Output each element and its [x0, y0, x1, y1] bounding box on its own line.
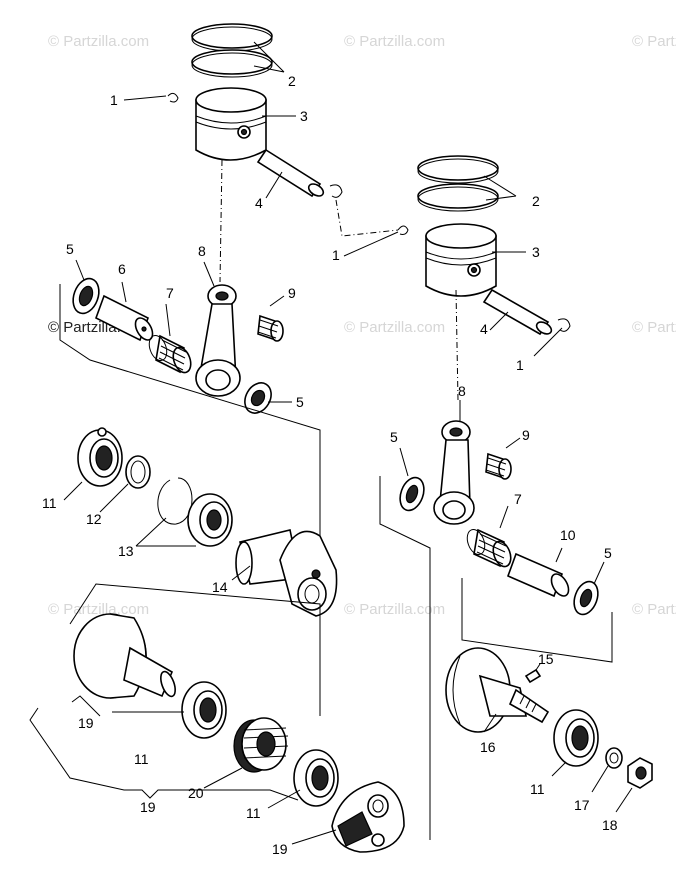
circlip-left-2	[329, 184, 343, 198]
circlip-right-1	[397, 225, 409, 235]
callout-6: 6	[118, 261, 126, 277]
needle-bearing-right-small	[485, 452, 512, 480]
nut-18	[627, 757, 653, 789]
needle-bearing-left-small	[257, 314, 284, 342]
callout-9: 9	[288, 285, 296, 301]
callout-1: 1	[110, 92, 118, 108]
watermarks: © Partzilla.com © Partzilla.com © Partzi…	[48, 33, 676, 618]
wrist-pin-right	[482, 288, 553, 336]
callout-5: 5	[604, 545, 612, 561]
callout-11: 11	[42, 495, 57, 511]
watermark: © Partzilla.com	[632, 601, 676, 618]
callout-16: 16	[480, 739, 496, 755]
thrust-washer-left-top	[72, 277, 100, 315]
key-15	[524, 668, 542, 684]
callout-18: 18	[602, 817, 618, 833]
callout-4: 4	[480, 321, 488, 337]
needle-bearing-left-big	[148, 334, 192, 374]
callout-19: 19	[140, 799, 156, 815]
callout-5: 5	[390, 429, 398, 445]
callout-14: 14	[212, 579, 228, 595]
callout-5: 5	[66, 241, 74, 257]
callout-2: 2	[288, 73, 296, 89]
callout-labels: 1 2 3 4 1 2 3 4 1 5 6 7 8 9 5 8 9 5 7 10…	[42, 73, 618, 857]
bearing-11-right	[553, 709, 599, 767]
callout-3: 3	[532, 244, 540, 260]
callout-9: 9	[522, 427, 530, 443]
bearing-11-upper	[77, 427, 123, 487]
callout-8: 8	[458, 383, 466, 399]
piston-rings-right	[417, 155, 499, 212]
callout-19: 19	[272, 841, 288, 857]
callout-13: 13	[118, 543, 134, 559]
watermark: © Partzilla.com	[632, 319, 676, 336]
crankshaft-16	[445, 647, 550, 733]
connecting-rod-left	[195, 284, 241, 397]
crankshaft-19-flywheel	[73, 613, 176, 699]
bearing-13	[187, 493, 233, 547]
callout-8: 8	[198, 243, 206, 259]
bearing-11-lower-a	[181, 681, 227, 739]
seal-20	[233, 717, 289, 773]
callout-10: 10	[560, 527, 576, 543]
thrust-washer-right-bottom	[573, 580, 599, 616]
callout-11: 11	[530, 781, 545, 797]
callout-11: 11	[134, 751, 149, 767]
crank-pin-right	[506, 552, 570, 598]
wrist-pin-left	[256, 148, 325, 198]
callout-1: 1	[516, 357, 524, 373]
watermark: © Partzilla.com	[632, 33, 676, 50]
snap-ring-13	[157, 477, 193, 525]
callout-19: 19	[78, 715, 94, 731]
callout-20: 20	[188, 785, 204, 801]
callout-3: 3	[300, 108, 308, 124]
watermark: © Partzilla.com	[344, 319, 445, 336]
connecting-rod-right	[433, 420, 475, 525]
callout-11: 11	[246, 805, 261, 821]
callout-5: 5	[296, 394, 304, 410]
callout-7: 7	[514, 491, 522, 507]
callout-17: 17	[574, 797, 590, 813]
needle-bearing-right-big	[466, 528, 512, 568]
circlip-left-1	[167, 92, 179, 103]
callout-12: 12	[86, 511, 102, 527]
leader-lines	[29, 41, 633, 845]
callout-7: 7	[166, 285, 174, 301]
crankshaft-14	[235, 529, 338, 617]
piston-rings-left	[191, 23, 273, 78]
bearing-11-lower-b	[293, 749, 339, 807]
piston-right	[425, 223, 497, 297]
thrust-washer-left-bottom	[244, 382, 272, 414]
watermark: © Partzilla.com	[48, 33, 149, 50]
thrust-washer-right-top	[399, 476, 425, 512]
seal-ring-12	[125, 455, 151, 489]
callout-2: 2	[532, 193, 540, 209]
callout-4: 4	[255, 195, 263, 211]
circlip-right-2	[557, 318, 571, 332]
watermark: © Partzilla.com	[344, 601, 445, 618]
callout-1: 1	[332, 247, 340, 263]
crank-pin-left	[95, 294, 154, 342]
washer-17	[605, 747, 623, 769]
callout-15: 15	[538, 651, 554, 667]
piston-left	[195, 87, 267, 161]
crankshaft-19-web	[331, 781, 405, 853]
watermark: © Partzilla.com	[344, 33, 445, 50]
watermark: © Partzilla.com	[48, 601, 149, 618]
